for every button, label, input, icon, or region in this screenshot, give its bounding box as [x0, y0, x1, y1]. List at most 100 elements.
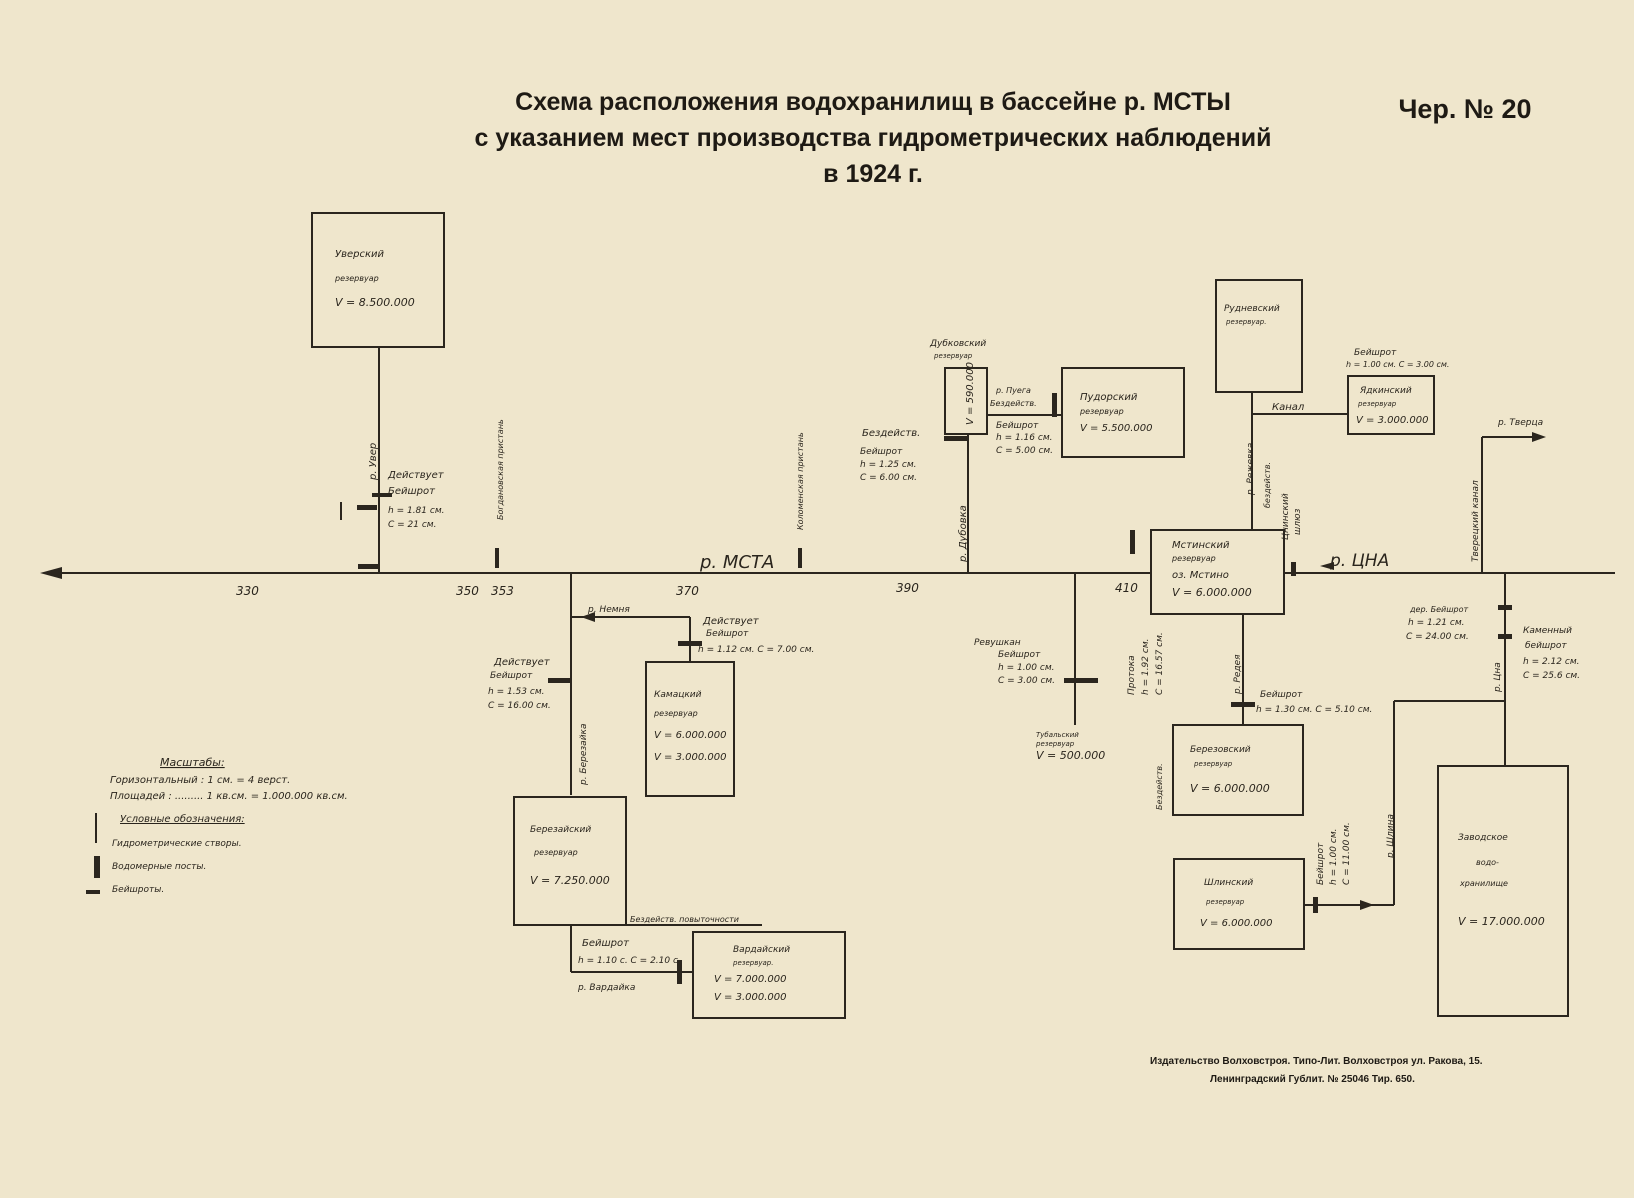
- pyuga-post-h: h = 1.16 см.: [996, 433, 1052, 443]
- km-353: 353: [491, 584, 514, 598]
- berezaika-post-h: h = 1.53 см.: [488, 687, 544, 697]
- berezaika-river-label: р. Березайка: [579, 724, 589, 787]
- uversky-name: Уверский: [335, 249, 385, 260]
- title-line-3: в 1924 г.: [823, 160, 923, 188]
- berezovsky-status: Бездейств.: [1155, 763, 1164, 810]
- dubkovsky-name: Дубковский: [929, 339, 986, 349]
- dubkovsky-reservoir-box: [944, 367, 988, 435]
- rezhevka-status: бездейств.: [1263, 462, 1272, 508]
- bezd1-type: Бейшрот: [860, 447, 903, 457]
- berezaika-gauge: [548, 678, 572, 683]
- vardayka-river-label: р. Вардайка: [577, 983, 635, 993]
- kamenny-weir: [1498, 634, 1512, 639]
- dubkovsky-type: резервуар: [933, 352, 973, 360]
- bezd1-status: Бездейств.: [862, 428, 920, 439]
- tvertsa-label: р. Тверца: [1497, 418, 1543, 428]
- pudorsky-reservoir-box: [1061, 367, 1185, 458]
- redeya-gauge: [1231, 702, 1255, 707]
- revushka-river-label: Ревушкан: [974, 638, 1021, 648]
- nemnya-label: р. Немня: [587, 605, 630, 615]
- berezovsky-name: Березовский: [1190, 745, 1251, 755]
- title-line-2: с указанием мест производства гидрометри…: [475, 124, 1272, 152]
- kamenny-c: C = 25.6 см.: [1523, 671, 1580, 681]
- bezd1-c: C = 6.00 см.: [860, 473, 917, 483]
- bogdan-gauge-post: [495, 548, 499, 568]
- tsna-weir: [1291, 562, 1296, 576]
- shlinsky-type: резервуар: [1205, 898, 1245, 906]
- yadkinsky-reservoir-box: [1347, 375, 1435, 435]
- kolomen-gauge-post: [798, 548, 802, 568]
- dere-post-h: h = 1.21 см.: [1408, 618, 1464, 628]
- bogdan-pristan-label: Богдановская пристань: [496, 419, 505, 520]
- kamatsky-volume-1: V = 6.000.000: [654, 730, 726, 741]
- uver-post-status: Действует: [387, 470, 445, 481]
- uver-post-c: C = 21 см.: [388, 520, 436, 530]
- mstinsky-name: Мстинский: [1172, 540, 1230, 551]
- shlinsky-reservoir-box: [1173, 858, 1305, 950]
- rudnevsky-name: Рудневский: [1224, 304, 1280, 314]
- berezaika-post-c: C = 16.00 см.: [488, 701, 551, 711]
- redeya-post-values: h = 1.30 см. C = 5.10 см.: [1256, 705, 1372, 715]
- km-330: 330: [236, 584, 259, 598]
- tsna-flow-arrow: [1320, 562, 1334, 570]
- zavodskoe-volume: V = 17.000.000: [1458, 915, 1545, 928]
- mstinsky-gauge: [1130, 530, 1135, 554]
- protoka-c: C = 16.57 см.: [1155, 632, 1165, 695]
- uver-gauge-post-2: [357, 505, 377, 510]
- mstinsky-reservoir-box: [1150, 529, 1285, 615]
- rezhevka-label: р. Режевка: [1246, 443, 1256, 496]
- berezaysky-type: резервуар: [533, 848, 578, 857]
- uver-post-h: h = 1.81 см.: [388, 506, 444, 516]
- kamatsky-name: Камацкий: [654, 690, 702, 700]
- yadkinsky-type: резервуар: [1357, 400, 1397, 408]
- nemnya-post-values: h = 1.12 см. C = 7.00 см.: [698, 645, 814, 655]
- tubalsky-name: Тубальский: [1036, 731, 1079, 739]
- protoka-label: Протока: [1127, 655, 1137, 695]
- berezovsky-reservoir-box: [1172, 724, 1304, 816]
- dere-post-type: дер. Бейшрот: [1409, 605, 1469, 614]
- revushka-post-c: C = 3.00 см.: [998, 676, 1055, 686]
- uversky-volume: V = 8.500.000: [335, 296, 415, 309]
- shlina-post-h: h = 1.00 см.: [1329, 829, 1339, 885]
- shlina-weir: [1313, 897, 1318, 913]
- legend-area-scale: Площадей : ......... 1 кв.см. = 1.000.00…: [110, 791, 348, 802]
- rudnevsky-type: резервуар.: [1225, 318, 1266, 326]
- uversky-type: резервуар: [334, 274, 379, 283]
- uver-post-type: Бейшрот: [388, 486, 436, 497]
- tveretsky-canal-label: Тверецкий канал: [1471, 480, 1481, 562]
- dere-weir: [1498, 605, 1512, 610]
- nemnya-post-status: Действует: [702, 616, 760, 627]
- kamenny-type: бейшрот: [1525, 641, 1567, 651]
- revushka-post-h: h = 1.00 см.: [998, 663, 1054, 673]
- vardaysky-type: резервуар.: [732, 959, 773, 967]
- mstinsky-mask: [1152, 560, 1283, 586]
- yadkinsky-post-type: Бейшрот: [1354, 348, 1397, 358]
- yadkinsky-volume: V = 3.000.000: [1356, 415, 1428, 426]
- zavodskoe-reservoir-box: [1437, 765, 1569, 1017]
- yadkinsky-name: Ядкинский: [1359, 386, 1412, 396]
- imprint-line-2: Ленинградский Гублит. № 25046 Тир. 650.: [1210, 1073, 1415, 1085]
- legend-item-1: Гидрометрические створы.: [112, 839, 242, 849]
- vardayka-post-values: h = 1.10 с. C = 2.10 с.: [578, 956, 681, 966]
- shlina-arrow: [1360, 900, 1374, 910]
- river-flow-arrow: [40, 567, 62, 579]
- berezovsky-volume: V = 6.000.000: [1190, 782, 1270, 795]
- tsna-river-label: р. ЦНА: [1329, 551, 1389, 571]
- nemnya-gauge: [678, 641, 702, 646]
- pyuga-river-label: р. Пуега: [995, 386, 1031, 395]
- rudnevsky-reservoir-box: [1215, 279, 1303, 393]
- tvertsa-arrow: [1532, 432, 1546, 442]
- vardayka-gauge: [677, 960, 682, 984]
- berezovsky-type: резервуар: [1193, 760, 1233, 768]
- shlinsky-volume: V = 6.000.000: [1200, 918, 1272, 929]
- nemnya-post-type: Бейшрот: [706, 629, 749, 639]
- km-350: 350: [456, 584, 479, 598]
- zavodskoe-type-1: водо-: [1476, 858, 1499, 867]
- tubalsky-volume: V = 500.000: [1036, 749, 1105, 762]
- kolomen-pristan-label: Коломенская пристань: [796, 432, 805, 530]
- tsninsky-lock-label: Цнинский: [1281, 493, 1291, 540]
- zavodskoe-type-2: хранилище: [1459, 879, 1508, 888]
- vardayka-post-type: Бейшрот: [582, 938, 630, 949]
- protoka-h: h = 1.92 см.: [1141, 639, 1151, 695]
